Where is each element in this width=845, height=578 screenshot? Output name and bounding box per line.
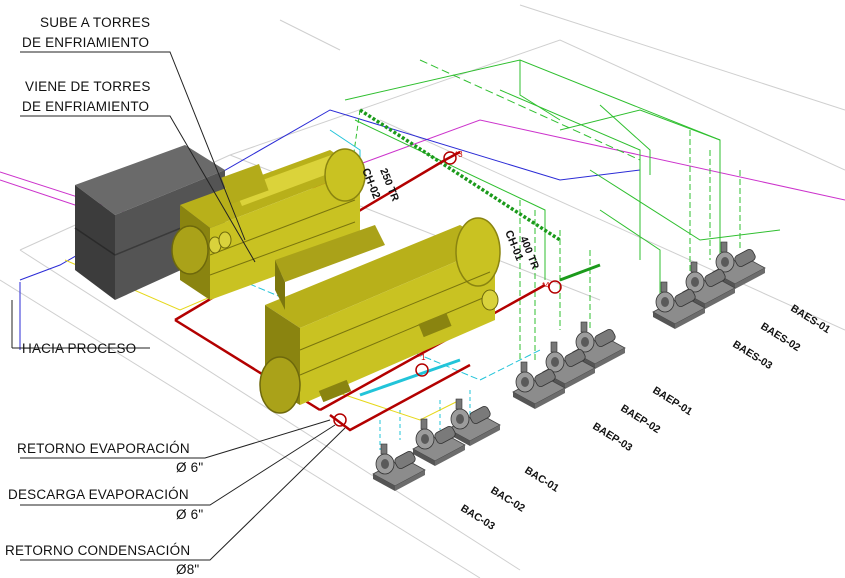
- valve-3: [443, 151, 457, 165]
- green-stub-pipe: [559, 263, 601, 282]
- tag-baep-02: BAEP-02: [618, 402, 662, 436]
- tag-bac-01: BAC-01: [522, 464, 561, 494]
- tag-bac-03: BAC-03: [458, 502, 497, 532]
- tag-bac-02: BAC-02: [488, 484, 527, 514]
- label-sube-1: SUBE A TORRES: [40, 15, 150, 30]
- pump-bac-02: [412, 418, 466, 466]
- chiller-ch-01: [259, 217, 501, 414]
- pump-tags: BAES-01 BAES-02 BAES-03 BAEP-01 BAEP-02 …: [458, 302, 832, 532]
- chiller-ch-02: [171, 148, 366, 300]
- label-viene-1: VIENE DE TORRES: [25, 79, 151, 94]
- tag-baes-02: BAES-02: [758, 320, 802, 354]
- valve-ret: [333, 413, 347, 427]
- pumps: [372, 241, 766, 491]
- marker-4: *4: [542, 281, 550, 290]
- pump-baes-02: [682, 261, 736, 309]
- tag-baes-03: BAES-03: [730, 338, 774, 372]
- pump-baep-03: [512, 361, 566, 409]
- label-retorno-cond: RETORNO CONDENSACIÓN: [5, 543, 190, 558]
- pump-baep-01: [572, 321, 626, 369]
- tag-baes-01: BAES-01: [788, 302, 832, 336]
- label-viene-2: DE ENFRIAMIENTO: [22, 99, 149, 114]
- tag-baep-03: BAEP-03: [590, 420, 634, 454]
- pump-baes-03: [652, 281, 706, 329]
- label-sube-2: DE ENFRIAMIENTO: [22, 35, 149, 50]
- label-retorno-cond-size: Ø8": [176, 562, 199, 577]
- label-descarga-evap-size: Ø 6": [176, 507, 203, 522]
- label-hacia-proceso: HACIA PROCESO: [22, 341, 136, 356]
- leader-lines: [11, 51, 346, 561]
- valve-4: [548, 280, 562, 294]
- marker-1: *1: [418, 353, 426, 362]
- label-retorno-evap: RETORNO EVAPORACIÓN: [17, 441, 190, 456]
- pump-bac-01: [447, 398, 501, 446]
- label-retorno-evap-size: Ø 6": [176, 460, 203, 475]
- annotation-labels: SUBE A TORRES DE ENFRIAMIENTO VIENE DE T…: [5, 15, 203, 577]
- pump-bac-03: [372, 443, 426, 491]
- marker-3: *3: [455, 150, 463, 159]
- valve-1: [415, 363, 429, 377]
- label-descarga-evap: DESCARGA EVAPORACIÓN: [8, 487, 189, 502]
- tower-block: [74, 145, 226, 300]
- tag-baep-01: BAEP-01: [650, 384, 694, 418]
